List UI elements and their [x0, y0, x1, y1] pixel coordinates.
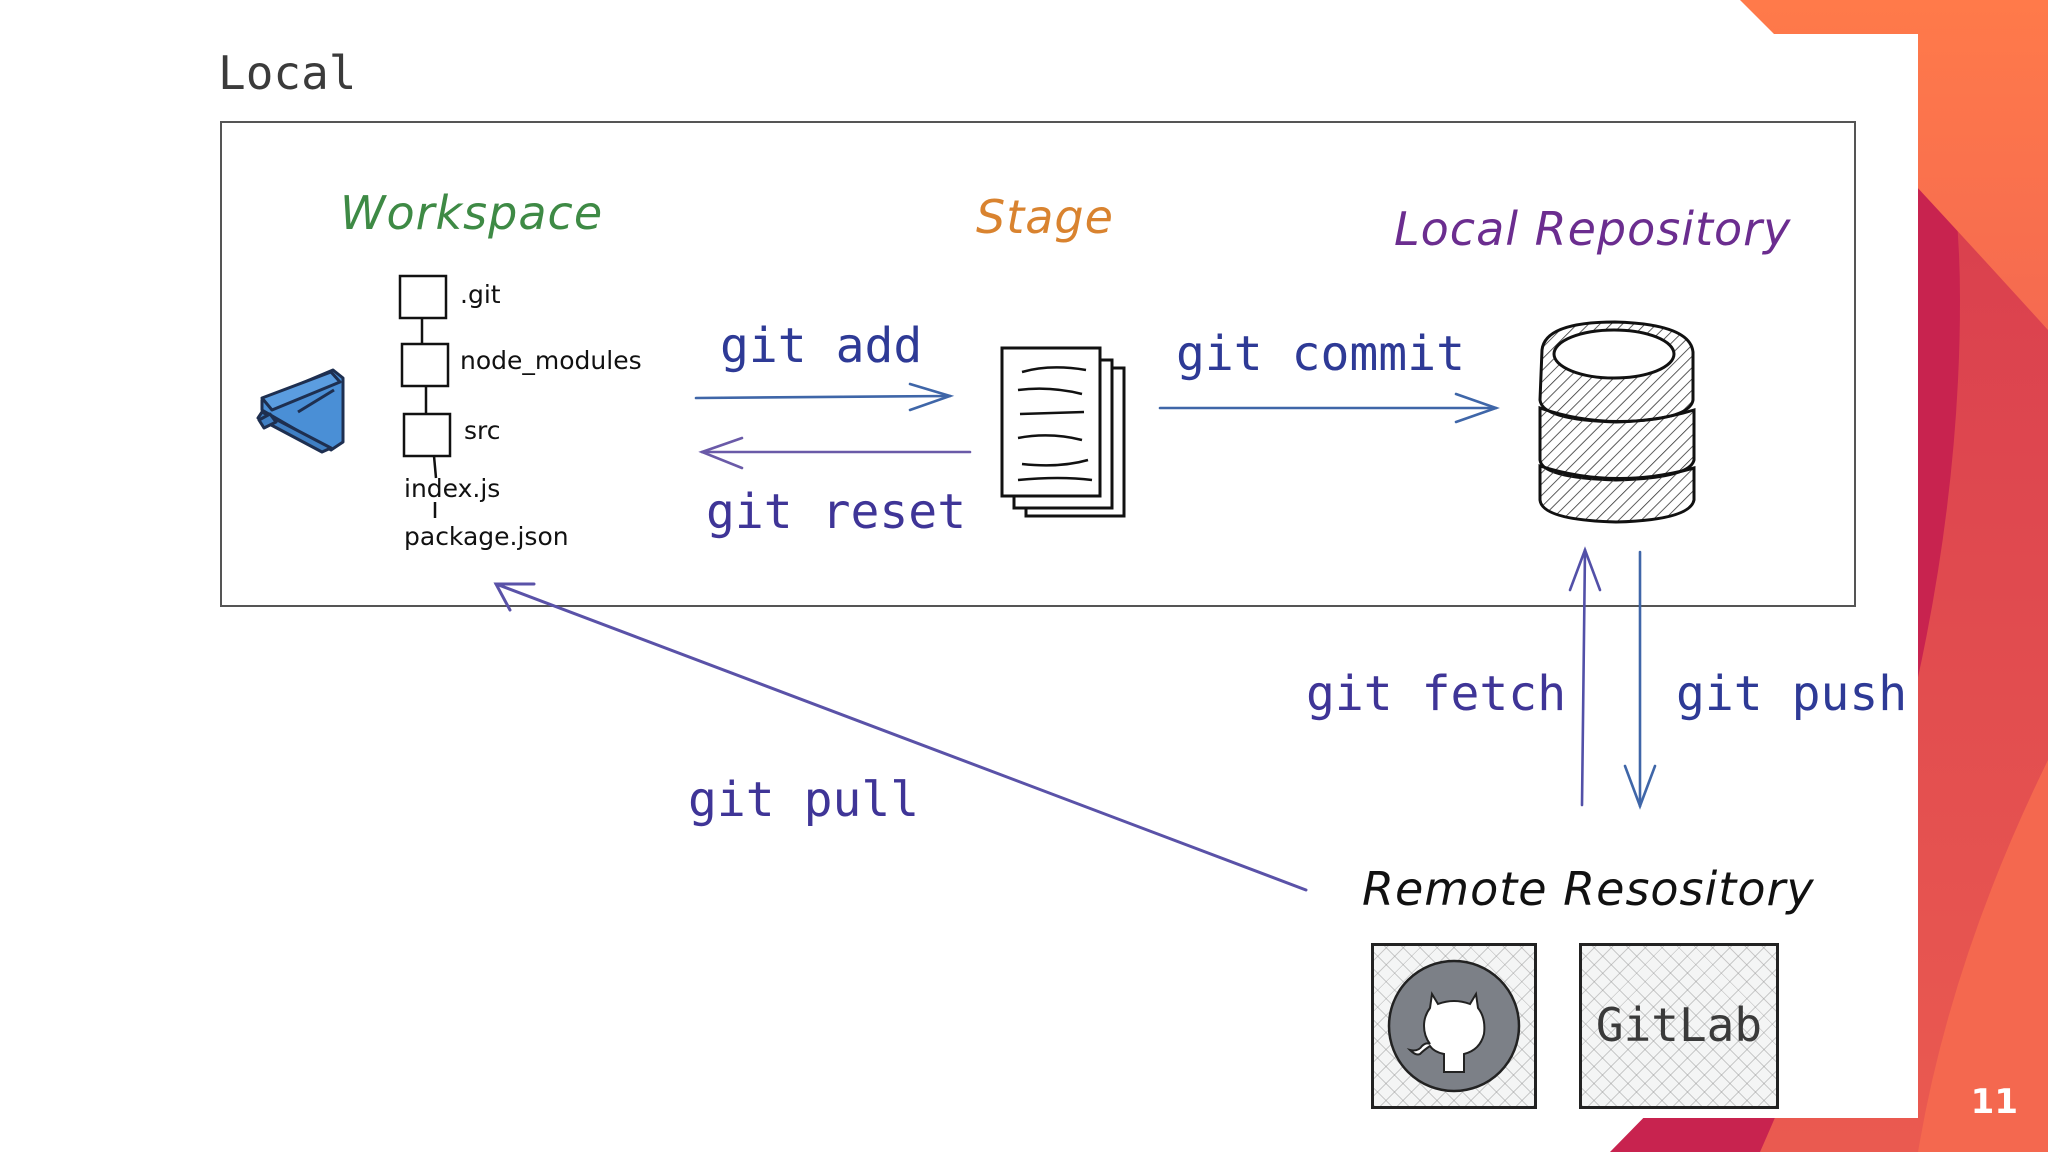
- stage-label: Stage: [976, 190, 1114, 244]
- page-number: 11: [1970, 1082, 2018, 1122]
- github-octocat-icon: [1387, 959, 1521, 1093]
- local-repository-label: Local Repository: [1394, 202, 1792, 256]
- workspace-label: Workspace: [340, 186, 604, 240]
- gitlab-provider-box[interactable]: GitLab: [1579, 943, 1779, 1109]
- github-provider-box[interactable]: [1371, 943, 1537, 1109]
- git-push-label: git push: [1676, 666, 1908, 722]
- gitlab-label: GitLab: [1595, 998, 1763, 1052]
- git-add-label: git add: [720, 318, 923, 374]
- git-reset-label: git reset: [706, 484, 967, 540]
- bg-orange-shape: [1740, 0, 2048, 330]
- git-commit-label: git commit: [1176, 326, 1465, 382]
- tree-item-index-js: index.js: [404, 474, 501, 503]
- git-fetch-label: git fetch: [1306, 666, 1567, 722]
- git-pull-label: git pull: [688, 772, 920, 828]
- tree-item-src: src: [464, 416, 501, 445]
- bg-coral-bottom: [1918, 760, 2048, 1152]
- tree-item-git: .git: [460, 280, 501, 309]
- remote-repository-label: Remote Resository: [1362, 862, 1815, 916]
- bg-coral-shape: [1740, 0, 2048, 1152]
- local-section-title: Local: [218, 46, 357, 100]
- tree-item-node-modules: node_modules: [460, 346, 642, 375]
- tree-item-package-json: package.json: [404, 522, 569, 551]
